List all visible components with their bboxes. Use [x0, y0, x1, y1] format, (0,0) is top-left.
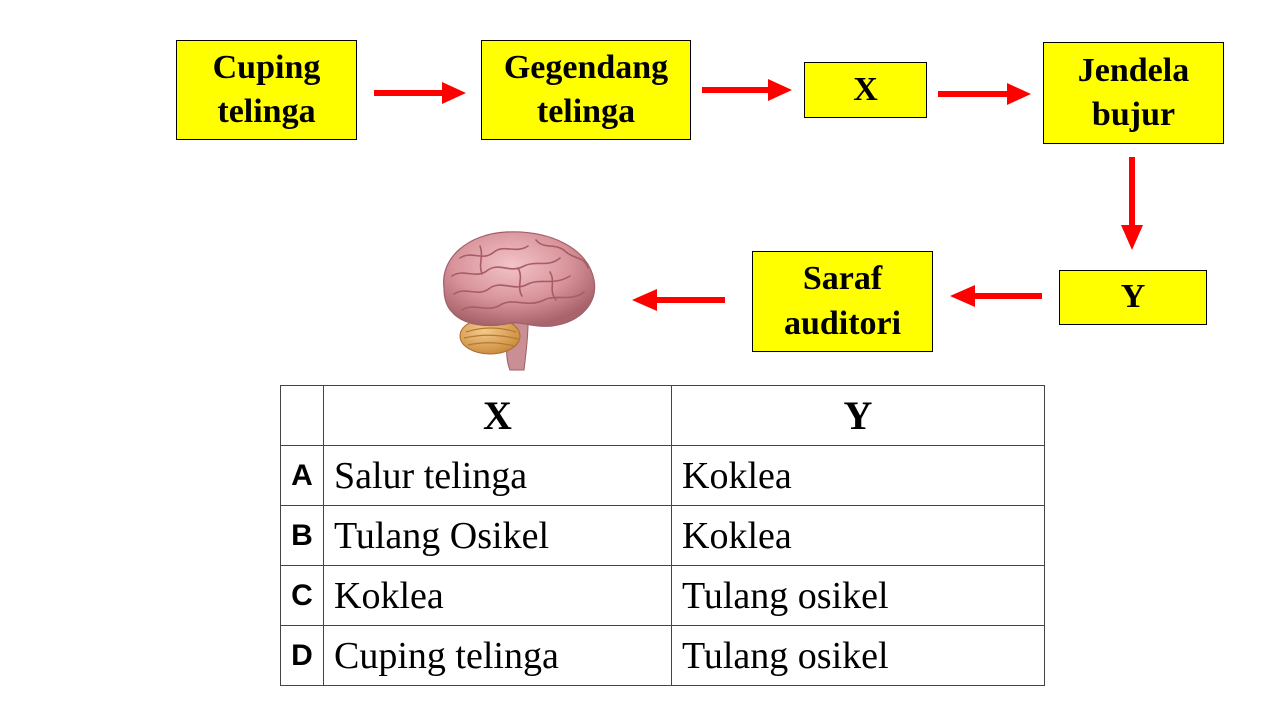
option-x-value: Tulang Osikel	[323, 505, 672, 566]
node-saraf-auditori: Saraf auditori	[752, 251, 933, 352]
header-x: X	[323, 385, 672, 446]
node-jendela-bujur: Jendela bujur	[1043, 42, 1224, 144]
arrow-y-to-saraf	[950, 285, 1042, 307]
answer-table: X Y A Salur telinga Koklea B Tulang Osik…	[280, 385, 1045, 686]
arrow-x-to-jendela	[938, 83, 1031, 105]
header-blank	[280, 385, 324, 446]
node-gegendang-telinga: Gegendang telinga	[481, 40, 691, 140]
brain-image	[443, 231, 596, 371]
node-y: Y	[1059, 270, 1207, 325]
option-letter: B	[280, 505, 324, 566]
arrow-gegendang-to-x	[702, 79, 792, 101]
node-label: X	[853, 70, 878, 108]
table-row: A Salur telinga Koklea	[280, 445, 1045, 506]
option-y-value: Koklea	[671, 445, 1045, 506]
node-label: Jendela bujur	[1077, 51, 1190, 133]
option-letter: A	[280, 445, 324, 506]
option-y-value: Tulang osikel	[671, 565, 1045, 626]
option-x-value: Cuping telinga	[323, 625, 672, 686]
option-y-value: Koklea	[671, 505, 1045, 566]
table-header-row: X Y	[280, 385, 1045, 446]
table-row: D Cuping telinga Tulang osikel	[280, 625, 1045, 686]
node-cuping-telinga: Cuping telinga	[176, 40, 357, 140]
option-y-value: Tulang osikel	[671, 625, 1045, 686]
option-x-value: Koklea	[323, 565, 672, 626]
node-label: Saraf auditori	[783, 260, 902, 342]
table-row: C Koklea Tulang osikel	[280, 565, 1045, 626]
node-label: Cuping telinga	[212, 48, 321, 130]
arrow-jendela-to-y	[1121, 157, 1143, 250]
node-label: Y	[1120, 278, 1146, 316]
arrow-cuping-to-gegendang	[374, 82, 466, 104]
node-label: Gegendang telinga	[503, 48, 669, 130]
option-letter: C	[280, 565, 324, 626]
option-letter: D	[280, 625, 324, 686]
node-x: X	[804, 62, 927, 118]
arrow-saraf-to-brain	[632, 289, 725, 311]
header-y: Y	[671, 385, 1045, 446]
option-x-value: Salur telinga	[323, 445, 672, 506]
table-row: B Tulang Osikel Koklea	[280, 505, 1045, 566]
